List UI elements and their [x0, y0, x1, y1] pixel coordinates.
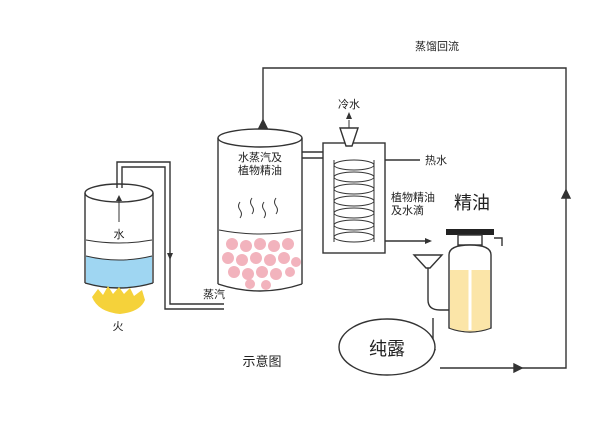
water-tank	[84, 183, 154, 289]
label-fire: 火	[113, 320, 124, 333]
hydrosol-vessel	[338, 318, 436, 376]
steam-pipe	[116, 161, 224, 310]
steam-wisps	[238, 197, 278, 219]
label-steam: 蒸汽	[203, 287, 225, 301]
diagram-title: 示意图	[242, 354, 281, 370]
text-labels: 蒸馏回流 冷水 热水 水蒸汽及 植物精油 植物精油 及水滴 精油 水 火 蒸汽 …	[113, 39, 491, 370]
label-hydrosol: 纯露	[369, 339, 405, 360]
still-tank	[217, 128, 303, 292]
bottle-cap	[446, 229, 494, 235]
label-cold-water: 冷水	[338, 98, 360, 111]
label-essential-oil: 精油	[454, 193, 490, 214]
plant-material	[222, 238, 301, 290]
label-reflux: 蒸馏回流	[415, 39, 459, 53]
label-oil-and-water-2: 及水滴	[391, 203, 424, 217]
essential-oil-bottle	[446, 229, 503, 333]
label-oil-and-water-1: 植物精油	[391, 190, 435, 204]
label-steam-and-oil-1: 水蒸汽及	[238, 150, 282, 164]
condenser	[322, 112, 432, 254]
label-water: 水	[114, 228, 125, 241]
label-steam-and-oil-2: 植物精油	[238, 163, 282, 177]
label-hot-water: 热水	[425, 154, 447, 167]
fire	[92, 286, 145, 314]
water-level	[86, 256, 152, 288]
condenser-coil	[333, 159, 375, 243]
reflux-loop	[257, 67, 572, 374]
